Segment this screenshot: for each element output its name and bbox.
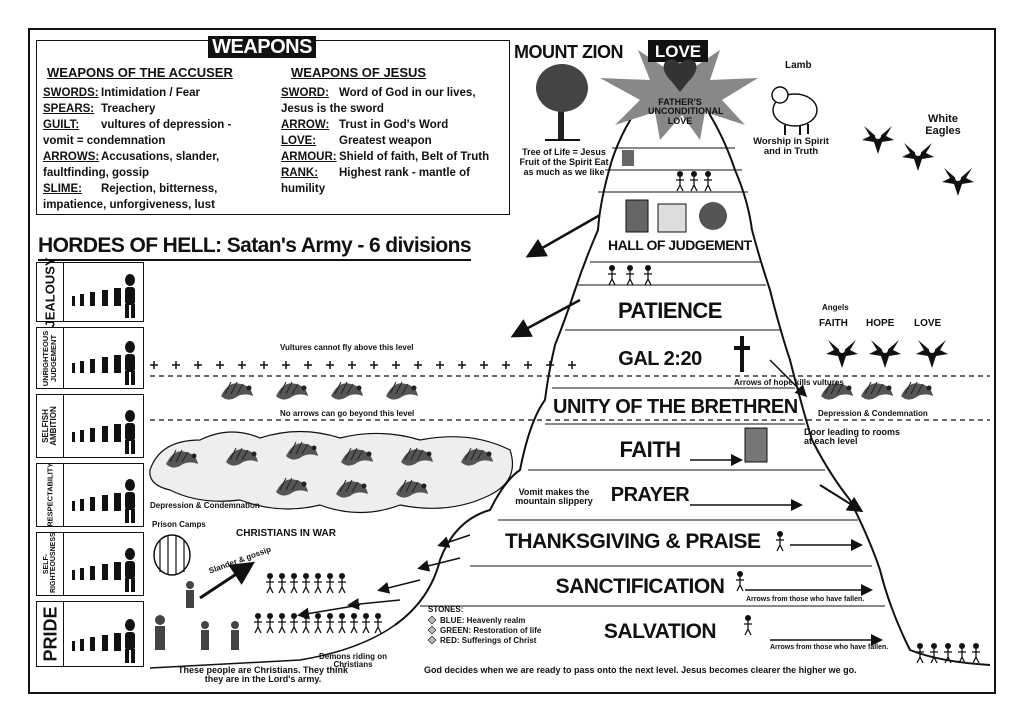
- mount-zion-title: MOUNT ZION: [514, 42, 624, 62]
- weapon-text: Trust in God's Word: [339, 119, 449, 131]
- summit-label: FATHER'S UNCONDITIONAL LOVE: [648, 97, 724, 126]
- weapon-key: ARROW:: [281, 119, 330, 131]
- level-salvation: SALVATION: [603, 620, 717, 643]
- weapons-title: WEAPONS: [208, 36, 316, 58]
- weapon-text: faultfinding, gossip: [43, 167, 150, 179]
- angel-hope-label: HOPE: [866, 318, 895, 329]
- accuser-heading: WEAPONS OF THE ACCUSER: [47, 65, 233, 80]
- prison-camps-label: Prison Camps: [152, 520, 206, 529]
- door-label: Door leading to rooms at each level: [804, 427, 901, 447]
- weapon-text: Accusations, slander,: [101, 151, 220, 163]
- level-unity-of-the-brethren: UNITY OF THE BRETHREN: [553, 396, 798, 418]
- white-eagles-label: White Eagles: [925, 113, 961, 138]
- angels-label: Angels: [822, 303, 849, 312]
- these-people-label: These people are Christians. They think …: [177, 665, 349, 685]
- weapon-text: Jesus is the sword: [281, 103, 384, 115]
- vultures-cannot-label: Vultures cannot fly above this level: [280, 343, 414, 352]
- weapon-item: vomit = condemnation: [43, 133, 283, 149]
- level-patience: PATIENCE: [618, 298, 722, 323]
- arrows-fallen-2: Arrows from those who have fallen.: [770, 644, 889, 651]
- poster-frame: [28, 28, 996, 694]
- stone-red: RED: Sufferings of Christ: [440, 636, 537, 645]
- weapon-item: ARMOUR:Shield of faith, Belt of Truth: [281, 149, 507, 165]
- tree-of-life-label: Tree of Life = Jesus Fruit of the Spirit…: [519, 147, 609, 177]
- weapon-text: impatience, unforgiveness, lust: [43, 199, 215, 211]
- stone-green: GREEN: Restoration of life: [440, 626, 542, 635]
- weapon-item: ARROWS:Accusations, slander,: [43, 149, 283, 165]
- weapon-key: SLIME:: [43, 183, 82, 195]
- weapon-item: RANK: Highest rank - mantle of: [281, 165, 507, 181]
- weapon-key: GUILT:: [43, 119, 80, 131]
- weapon-text: vomit = condemnation: [43, 135, 166, 147]
- christians-in-war-label: CHRISTIANS IN WAR: [236, 528, 336, 539]
- level-hall-of-judgement: HALL OF JUDGEMENT: [608, 237, 752, 253]
- weapon-text: Rejection, bitterness,: [101, 183, 218, 195]
- lamb-label: Lamb: [785, 60, 812, 71]
- weapon-item: faultfinding, gossip: [43, 165, 283, 181]
- weapon-item: impatience, unforgiveness, lust: [43, 197, 283, 213]
- demons-riding-label: Demons riding on Christians: [319, 652, 387, 670]
- weapon-key: SWORD:: [281, 87, 329, 99]
- weapon-item: SPEARS: Treachery: [43, 101, 283, 117]
- weapon-key: ARMOUR:: [281, 151, 337, 163]
- depression-right-label: Depression & Condemnation: [818, 409, 928, 418]
- weapon-item: SWORDS:Intimidation / Fear: [43, 85, 283, 101]
- level-faith: FAITH: [619, 437, 681, 462]
- vomit-label: Vomit makes the mountain slippery: [515, 487, 593, 507]
- jesus-list: SWORD: Word of God in our lives, Jesus is …: [281, 85, 507, 197]
- weapon-text: Word of God in our lives,: [339, 87, 476, 99]
- footer-note: God decides when we are ready to pass on…: [424, 665, 857, 675]
- weapon-key: LOVE:: [281, 135, 317, 147]
- angel-faith-label: FAITH: [819, 318, 848, 329]
- weapon-key: SPEARS:: [43, 103, 95, 115]
- weapons-box: WEAPONS OF THE ACCUSER SWORDS:Intimidati…: [36, 40, 510, 215]
- weapon-text: humility: [281, 183, 326, 195]
- weapon-text: Treachery: [101, 103, 156, 115]
- level-thanksgiving-praise: THANKSGIVING & PRAISE: [505, 530, 761, 553]
- angel-love-label: LOVE: [914, 318, 942, 329]
- weapon-key: RANK:: [281, 167, 319, 179]
- weapon-item: SLIME: Rejection, bitterness,: [43, 181, 283, 197]
- hordes-title: HORDES OF HELL: Satan's Army - 6 divisio…: [38, 234, 472, 261]
- arrows-fallen-1: Arrows from those who have fallen.: [746, 596, 865, 603]
- no-arrows-label: No arrows can go beyond this level: [280, 409, 415, 418]
- weapon-key: ARROWS:: [43, 151, 100, 163]
- depression-left-label: Depression & Condemnation: [150, 501, 260, 510]
- weapon-item: ARROW: Trust in God's Word: [281, 117, 507, 133]
- weapon-text: Intimidation / Fear: [101, 87, 201, 99]
- weapon-item: Jesus is the sword: [281, 101, 507, 117]
- weapon-text: Shield of faith, Belt of Truth: [339, 151, 490, 163]
- weapon-item: humility: [281, 181, 507, 197]
- stone-blue: BLUE: Heavenly realm: [440, 616, 526, 625]
- level-gal-2-20: GAL 2:20: [618, 348, 702, 370]
- level-prayer: PRAYER: [610, 484, 690, 506]
- stones-title: STONES:: [428, 605, 464, 614]
- weapon-text: Highest rank - mantle of: [339, 167, 470, 179]
- jesus-heading: WEAPONS OF JESUS: [291, 65, 427, 80]
- arrows-of-hope-label: Arrows of hope kills vultures: [734, 378, 844, 387]
- weapon-item: LOVE: Greatest weapon: [281, 133, 507, 149]
- weapon-text: vultures of depression -: [101, 119, 232, 131]
- worship-label: Worship in Spirit and in Truth: [753, 136, 829, 158]
- weapon-item: SWORD: Word of God in our lives,: [281, 85, 507, 101]
- weapon-text: Greatest weapon: [339, 135, 432, 147]
- level-sanctification: SANCTIFICATION: [555, 575, 725, 598]
- weapon-key: SWORDS:: [43, 87, 99, 99]
- weapon-item: GUILT: vultures of depression -: [43, 117, 283, 133]
- love-banner: LOVE: [654, 42, 702, 61]
